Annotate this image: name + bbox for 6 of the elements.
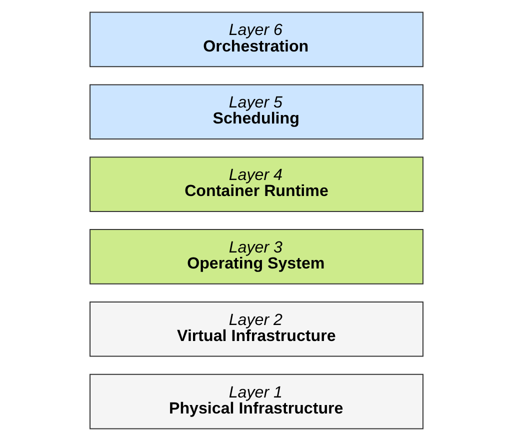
node-box: Layer 3 Operating System (90, 229, 424, 284)
node-box: Layer 4 Container Runtime (90, 156, 424, 212)
node-box: Layer 2 Virtual Infrastructure (90, 301, 424, 357)
node-box: Layer 6 Orchestration (90, 12, 424, 68)
node-box: Layer 1 Physical Infrastructure (90, 374, 424, 430)
node-box: Layer 5 Scheduling (90, 84, 424, 140)
